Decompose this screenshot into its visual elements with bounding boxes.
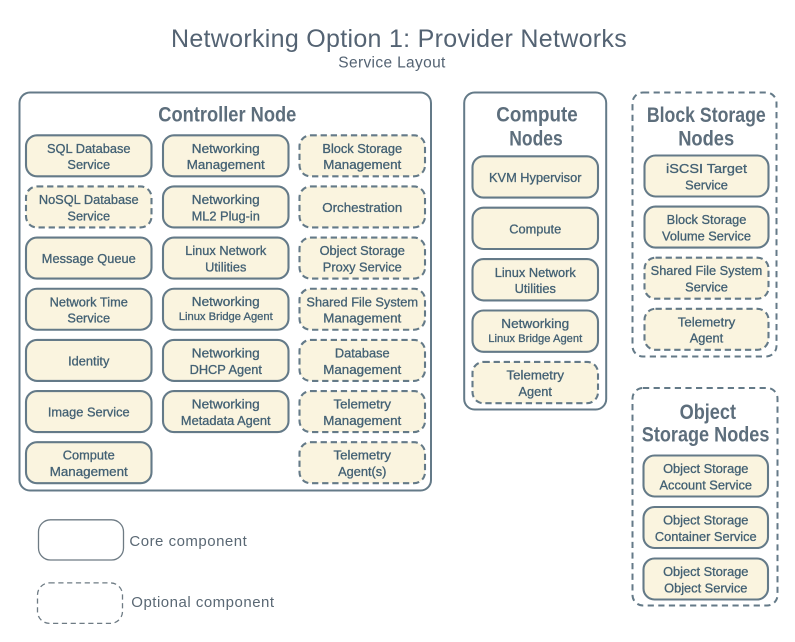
svg-text:Networking Option 1: Provider: Networking Option 1: Provider Networks <box>171 25 627 53</box>
svg-text:Utilities: Utilities <box>205 260 246 275</box>
svg-text:Metadata Agent: Metadata Agent <box>181 413 271 428</box>
svg-text:Object Service: Object Service <box>664 580 747 595</box>
svg-text:Object Storage: Object Storage <box>663 564 748 579</box>
svg-text:Nodes: Nodes <box>509 128 563 151</box>
svg-text:Service: Service <box>685 280 728 295</box>
svg-text:Linux Network: Linux Network <box>495 265 577 280</box>
svg-text:Networking: Networking <box>192 294 260 309</box>
svg-text:Agent: Agent <box>690 331 724 346</box>
svg-text:Agent(s): Agent(s) <box>338 464 386 479</box>
svg-text:Compute: Compute <box>496 104 578 127</box>
svg-text:Management: Management <box>323 157 401 172</box>
svg-text:Optional component: Optional component <box>131 594 275 611</box>
svg-text:Block Storage: Block Storage <box>667 212 747 227</box>
svg-text:Telemetry: Telemetry <box>334 397 392 412</box>
svg-text:Shared File System: Shared File System <box>651 263 763 278</box>
svg-text:Image Service: Image Service <box>48 405 130 420</box>
svg-text:Management: Management <box>187 157 265 172</box>
svg-text:Management: Management <box>323 413 401 428</box>
svg-text:Management: Management <box>323 362 401 377</box>
svg-text:DHCP Agent: DHCP Agent <box>190 362 263 377</box>
svg-text:Volume Service: Volume Service <box>662 229 751 244</box>
svg-text:Utilities: Utilities <box>515 281 556 296</box>
svg-text:ML2 Plug-in: ML2 Plug-in <box>192 208 260 223</box>
svg-text:Service Layout: Service Layout <box>338 55 446 72</box>
svg-text:Network Time: Network Time <box>50 294 128 309</box>
svg-text:Object: Object <box>680 401 736 424</box>
svg-text:Management: Management <box>323 311 401 326</box>
svg-text:Linux Network: Linux Network <box>185 243 267 258</box>
svg-text:Linux Bridge Agent: Linux Bridge Agent <box>488 333 583 345</box>
svg-text:Agent: Agent <box>519 384 553 399</box>
svg-text:Block Storage: Block Storage <box>647 104 766 127</box>
svg-text:Database: Database <box>335 345 390 360</box>
svg-text:Account Service: Account Service <box>660 477 752 492</box>
svg-text:Object Storage: Object Storage <box>320 243 405 258</box>
svg-text:Storage Nodes: Storage Nodes <box>642 424 770 447</box>
svg-text:Controller Node: Controller Node <box>158 103 296 126</box>
svg-text:KVM Hypervisor: KVM Hypervisor <box>489 170 582 185</box>
svg-text:Telemetry: Telemetry <box>334 448 392 463</box>
svg-text:Networking: Networking <box>192 192 260 207</box>
svg-text:NoSQL Database: NoSQL Database <box>39 192 139 207</box>
svg-text:Shared File System: Shared File System <box>306 294 418 309</box>
svg-text:Linux Bridge Agent: Linux Bridge Agent <box>179 311 274 323</box>
svg-text:Nodes: Nodes <box>678 128 734 151</box>
svg-text:Networking: Networking <box>501 316 569 331</box>
svg-text:Telemetry: Telemetry <box>678 314 736 329</box>
svg-text:Block Storage: Block Storage <box>322 141 402 156</box>
svg-text:Service: Service <box>67 311 110 326</box>
svg-text:Service: Service <box>67 157 110 172</box>
svg-text:Message Queue: Message Queue <box>42 251 136 266</box>
svg-text:SQL Database: SQL Database <box>47 141 130 156</box>
svg-text:Telemetry: Telemetry <box>507 368 565 383</box>
svg-text:Networking: Networking <box>192 345 260 360</box>
svg-text:Object Storage: Object Storage <box>663 513 748 528</box>
svg-text:Management: Management <box>50 464 128 479</box>
svg-text:Service: Service <box>685 177 728 192</box>
svg-text:Compute: Compute <box>509 221 561 236</box>
svg-text:Object Storage: Object Storage <box>663 461 748 476</box>
svg-text:iSCSI Target: iSCSI Target <box>666 161 747 176</box>
svg-text:Service: Service <box>67 208 110 223</box>
svg-text:Compute: Compute <box>63 448 115 463</box>
svg-text:Networking: Networking <box>192 141 260 156</box>
svg-text:Networking: Networking <box>192 397 260 412</box>
svg-text:Core component: Core component <box>129 533 247 550</box>
svg-text:Proxy Service: Proxy Service <box>323 260 402 275</box>
svg-text:Orchestration: Orchestration <box>322 200 402 215</box>
svg-text:Container Service: Container Service <box>655 529 757 544</box>
svg-text:Identity: Identity <box>68 353 110 368</box>
